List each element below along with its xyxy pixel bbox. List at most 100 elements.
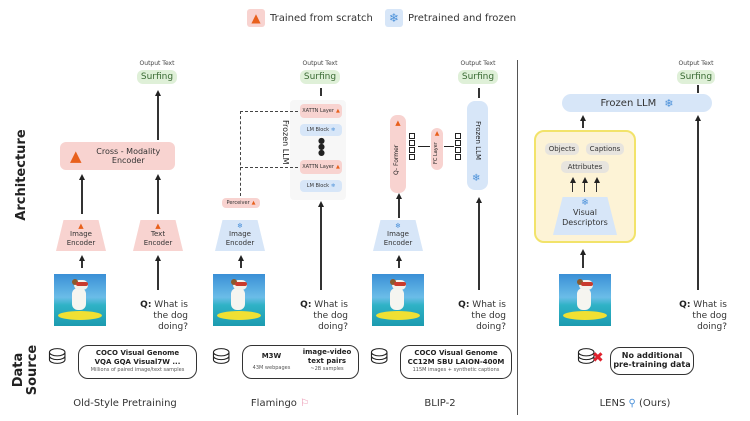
row-label-architecture: Architecture: [14, 129, 29, 221]
output-label: Output Text: [678, 60, 714, 67]
lm-block-2: LM Block❄: [300, 180, 342, 192]
arrow-line: [444, 146, 454, 147]
question-text: Q: What is the dog doing?: [679, 300, 727, 332]
arrowhead: [317, 201, 324, 207]
output-surfing: Surfing: [677, 70, 715, 84]
magnifier-icon: ⚲: [628, 398, 636, 409]
arrowhead: [569, 177, 576, 183]
arrow-line: [572, 180, 574, 192]
arrowhead: [579, 249, 586, 255]
arrow-line: [240, 258, 242, 268]
database-gear-icon: ⛁: [212, 345, 231, 370]
snowflake-icon: ❄: [237, 222, 243, 230]
arrowhead: [395, 255, 402, 261]
fire-icon: ▲: [78, 222, 84, 230]
output-surfing: Surfing: [458, 70, 498, 84]
separator-line: [517, 60, 518, 415]
arrowhead: [78, 255, 85, 261]
arrow-line: [697, 85, 699, 93]
dog-image: [54, 274, 106, 326]
fire-icon: ▲: [155, 222, 161, 230]
data-source-lens: No additional pre-training data: [610, 347, 694, 375]
snowflake-icon: ❄: [581, 198, 589, 208]
arrowhead: [581, 177, 588, 183]
fc-layer: ▲ FC Layer: [431, 128, 443, 170]
arrowhead: [579, 115, 586, 121]
arrow-line: [582, 118, 584, 128]
xattn-layer-2: XATTN Layer▲: [300, 160, 342, 174]
dashed-connector: [240, 167, 298, 168]
snowflake-icon: ❄: [385, 9, 403, 27]
xattn-layer-1: XATTN Layer▲: [300, 104, 342, 118]
flamingo-icon: ⚐: [300, 398, 310, 409]
arrow-line: [320, 88, 322, 96]
output-label: Output Text: [139, 60, 175, 67]
frozen-llm-label: Frozen LLM: [281, 120, 290, 165]
arrowhead: [154, 90, 161, 96]
output-surfing: Surfing: [300, 70, 340, 84]
database-icon: ⛁: [577, 345, 596, 370]
arrow-line: [584, 180, 586, 192]
q-former: ▲ Q- Former: [390, 115, 406, 193]
blip2-frozen-llm: Frozen LLM ❄: [467, 101, 488, 190]
arrowhead: [593, 177, 600, 183]
cross-modality-encoder: ▲ Cross - Modality Encoder: [60, 142, 175, 170]
arrowhead: [694, 115, 701, 121]
dog-image: [213, 274, 265, 326]
dog-image: [372, 274, 424, 326]
arrowhead: [475, 197, 482, 203]
question-text: Q: What is the dog doing?: [140, 300, 188, 332]
lm-block-1: LM Block❄: [300, 124, 342, 136]
method-name-lens: LENS ⚲ (Ours): [599, 398, 671, 409]
question-text: Q: What is the dog doing?: [300, 300, 348, 332]
arrowhead: [237, 255, 244, 261]
ellipsis-dots: ●●●: [318, 136, 325, 157]
chip-attributes: Attributes: [561, 161, 609, 173]
red-x-icon: ✖: [592, 350, 604, 366]
arrowhead: [78, 174, 85, 180]
arrow-line: [157, 178, 159, 214]
chip-captions: Captions: [586, 143, 624, 155]
arrow-line: [418, 146, 430, 147]
arrow-line: [478, 200, 480, 290]
arrow-line: [398, 196, 400, 218]
fire-icon: ▲: [247, 9, 265, 27]
dashed-connector: [240, 111, 298, 112]
output-surfing: Surfing: [137, 70, 177, 84]
arrow-line: [582, 252, 584, 268]
legend-trained: ▲ Trained from scratch: [247, 9, 373, 27]
arrow-line: [596, 180, 598, 192]
method-name-old: Old-Style Pretraining: [73, 398, 177, 409]
chip-objects: Objects: [545, 143, 579, 155]
arrow-line: [157, 93, 159, 140]
arrow-line: [697, 118, 699, 290]
snowflake-icon: ❄: [472, 173, 481, 184]
dog-image: [559, 274, 611, 326]
data-source-blip2: COCO Visual Genome CC12M SBU LAION-400M …: [400, 345, 512, 379]
arrow-line: [320, 205, 322, 290]
data-source-flamingo: M3W 43M webpages image-video text pairs …: [242, 345, 359, 379]
query-tokens: [409, 133, 416, 161]
output-label: Output Text: [302, 60, 338, 67]
arrowhead: [154, 255, 161, 261]
legend-frozen: ❄ Pretrained and frozen: [385, 9, 516, 27]
arrow-line: [81, 178, 83, 214]
snowflake-icon: ❄: [395, 222, 401, 230]
arrow-line: [398, 258, 400, 268]
arrow-line: [157, 258, 159, 290]
method-name-blip2: BLIP-2: [424, 398, 456, 409]
arrow-line: [81, 258, 83, 268]
perceiver: Perceiver▲: [222, 198, 260, 208]
arrow-line: [478, 88, 480, 98]
dashed-connector: [240, 111, 241, 196]
arrowhead: [154, 174, 161, 180]
database-gear-icon: ⛁: [48, 345, 67, 370]
database-gear-icon: ⛁: [370, 345, 389, 370]
legend-trained-label: Trained from scratch: [270, 12, 373, 24]
